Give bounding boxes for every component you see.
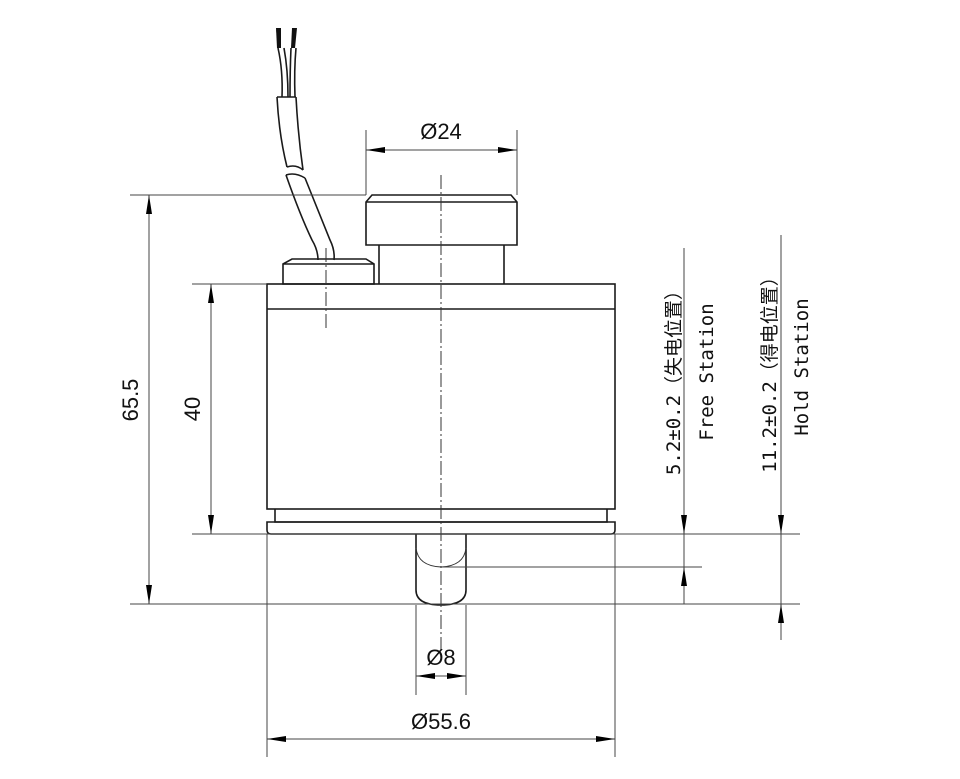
dimension-free-station: 5.2±0.2（失电位置） Free Station bbox=[663, 248, 718, 604]
center-lines bbox=[325, 175, 442, 660]
dimension-body-height: 40 bbox=[180, 284, 214, 534]
dim-label-hold-stroke: 11.2±0.2（得电位置） bbox=[759, 267, 781, 473]
dim-label-top-diameter: Ø24 bbox=[420, 119, 462, 144]
dim-label-pin-diameter: Ø8 bbox=[426, 645, 455, 670]
dim-label-hold-station: Hold Station bbox=[791, 298, 813, 435]
dimension-pin-diameter: Ø8 bbox=[416, 645, 466, 679]
dim-label-body-diameter: Ø55.6 bbox=[411, 709, 471, 734]
extension-lines bbox=[130, 130, 800, 757]
dimension-top-diameter: Ø24 bbox=[366, 119, 517, 153]
dimension-total-height: 65.5 bbox=[118, 195, 152, 604]
cable-gland bbox=[282, 258, 375, 285]
cable bbox=[276, 28, 335, 261]
dimension-body-diameter: Ø55.6 bbox=[267, 709, 615, 742]
dim-label-free-stroke: 5.2±0.2（失电位置） bbox=[663, 281, 685, 475]
dim-label-body-height: 40 bbox=[180, 397, 205, 421]
dimension-hold-station: 11.2±0.2（得电位置） Hold Station bbox=[759, 235, 813, 640]
dim-label-free-station: Free Station bbox=[696, 303, 718, 440]
dim-label-total-height: 65.5 bbox=[118, 379, 143, 422]
